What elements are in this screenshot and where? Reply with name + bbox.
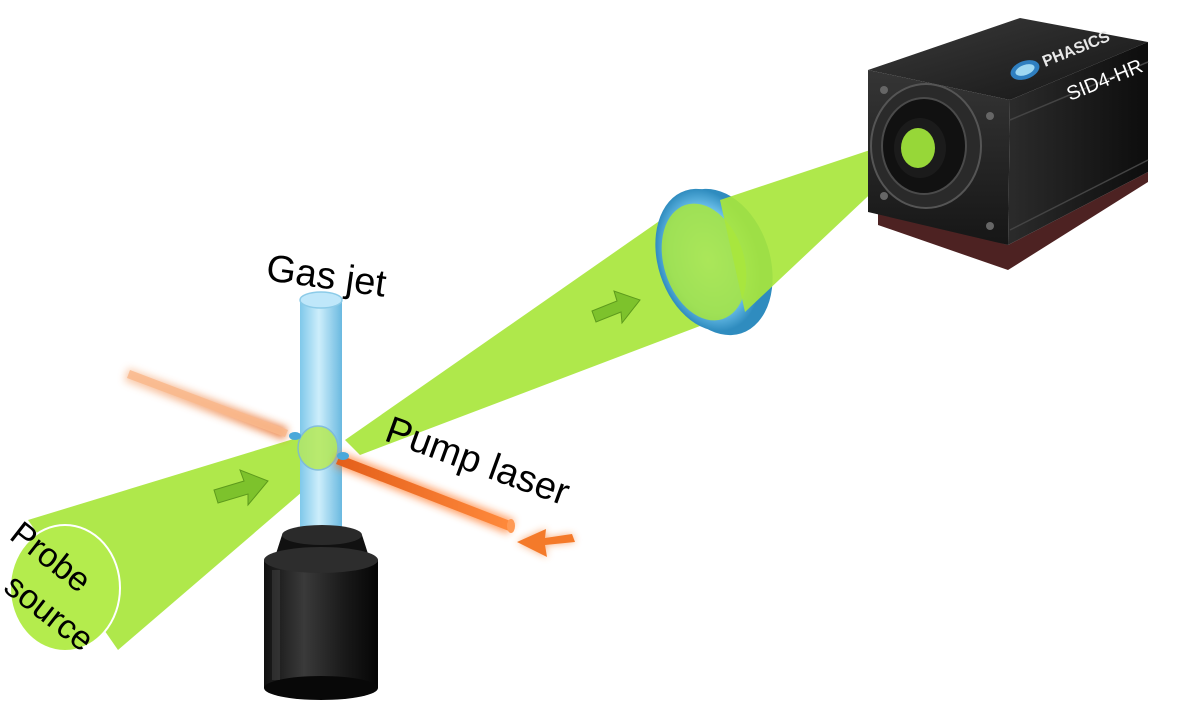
probe-beam-focused [720,140,915,312]
pump-laser-label: Pump laser [380,409,575,514]
gas-jet-label: Gas jet [264,247,389,305]
beam-direction-arrow-2 [591,290,641,325]
beam-direction-arrow-1 [213,469,269,507]
phasics-logo-icon [1010,60,1040,80]
probe-source-disc [9,524,121,652]
pump-laser-beam [334,452,515,534]
pump-direction-arrow-solid [517,529,575,557]
crossing-marker-left [289,432,301,440]
gas-jet-column [299,291,343,545]
camera-sid4-hr [868,18,1149,270]
crossing-marker-right [337,452,349,460]
interaction-region [297,425,339,471]
gas-nozzle [264,525,378,700]
probe-beam-expanding [345,215,700,455]
pump-laser-incoming [124,368,288,440]
